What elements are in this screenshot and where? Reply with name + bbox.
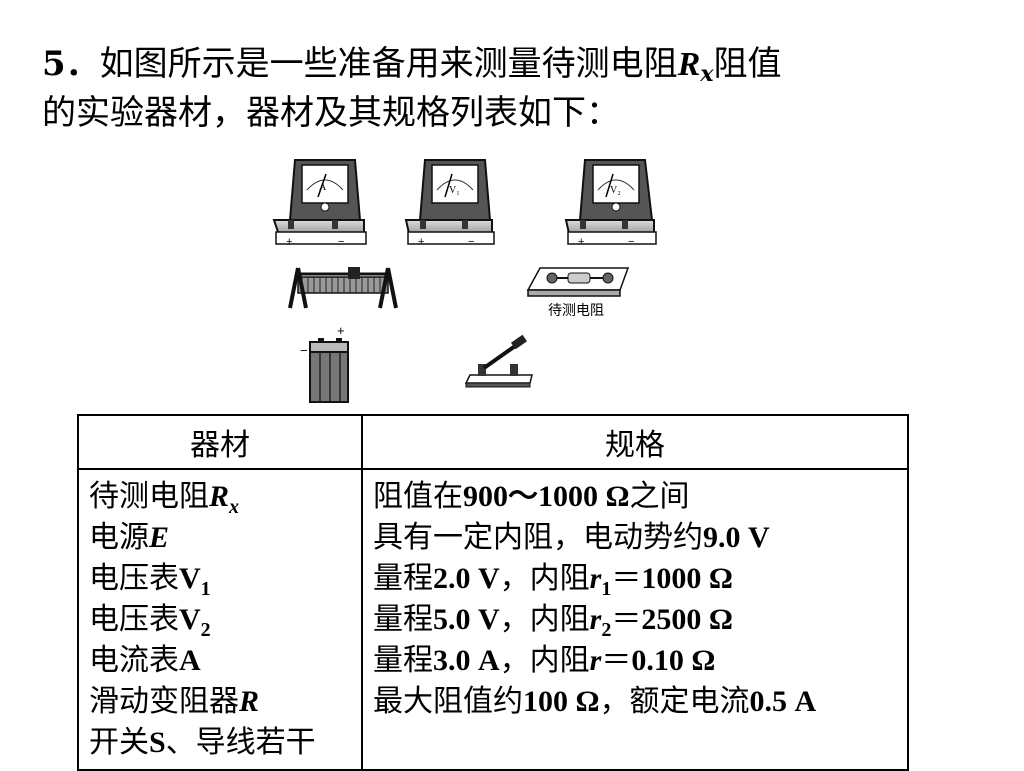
- equipment-item: 开关S、导线若干: [89, 725, 316, 760]
- spec-item: 量程5.0 V，内阻r2＝2500 Ω: [373, 602, 733, 641]
- equipment-column: 待测电阻Rx 电源E 电压表V1 电压表V2 电流表A 滑动变阻器R 开关S、导…: [77, 468, 363, 771]
- spec-item: 阻值在900～1000 Ω之间: [373, 479, 690, 514]
- ammeter-icon: A + −: [272, 159, 367, 248]
- rx-symbol: R: [677, 46, 701, 83]
- equipment-item: 待测电阻Rx: [89, 479, 240, 518]
- question-text-a: 如图所示是一些准备用来测量待测电阻: [99, 44, 678, 84]
- question-number: 5．: [42, 44, 100, 84]
- voltmeter-v2-icon: V₂ + −: [564, 159, 657, 248]
- voltmeter-v2-label: V₂: [610, 185, 621, 196]
- ammeter-label: A: [319, 182, 327, 193]
- spec-item: 量程3.0 A，内阻r＝0.10 Ω: [373, 643, 716, 678]
- svg-text:+: +: [337, 323, 345, 338]
- specification-column: 阻值在900～1000 Ω之间 具有一定内阻，电动势约9.0 V 量程2.0 V…: [361, 468, 909, 771]
- svg-text:+: +: [286, 236, 292, 248]
- question-text-b: 阻值: [713, 44, 782, 84]
- test-resistor-caption: 待测电阻: [548, 303, 604, 319]
- question-text: 5．如图所示是一些准备用来测量待测电阻Rx阻值 的实验器材，器材及其规格列表如下…: [42, 40, 1002, 137]
- svg-text:−: −: [300, 343, 308, 358]
- rx-subscript: x: [700, 61, 714, 87]
- voltmeter-v1-icon: V₁ + −: [404, 159, 495, 248]
- equipment-item: 电流表A: [89, 643, 201, 678]
- table-header-row: 器材 规格: [77, 414, 909, 470]
- svg-text:−: −: [338, 236, 344, 248]
- svg-text:−: −: [468, 236, 474, 248]
- equipment-item: 电压表V1: [89, 561, 211, 600]
- svg-text:+: +: [578, 236, 584, 248]
- svg-text:+: +: [418, 236, 424, 248]
- question-line-1: 5．如图所示是一些准备用来测量待测电阻Rx阻值: [42, 40, 1002, 89]
- equipment-item: 滑动变阻器R: [89, 684, 260, 719]
- apparatus-figure: A + − V₁ + − V₂ + −: [260, 150, 700, 410]
- svg-text:−: −: [628, 236, 634, 248]
- knife-switch-icon: [464, 334, 533, 388]
- spec-item: 具有一定内阻，电动势约9.0 V: [373, 520, 770, 555]
- spec-item: 量程2.0 V，内阻r1＝1000 Ω: [373, 561, 733, 600]
- battery-icon: − +: [300, 323, 349, 403]
- test-resistor-icon: 待测电阻: [526, 267, 630, 319]
- equipment-item: 电压表V2: [89, 602, 211, 641]
- voltmeter-v1-label: V₁: [449, 185, 460, 196]
- table-body-row: 待测电阻Rx 电源E 电压表V1 电压表V2 电流表A 滑动变阻器R 开关S、导…: [77, 468, 909, 771]
- equipment-spec-table: 器材 规格 待测电阻Rx 电源E 电压表V1 电压表V2 电流表A 滑动变阻器R…: [77, 414, 909, 771]
- rheostat-icon: [288, 267, 398, 309]
- spec-item: 最大阻值约100 Ω，额定电流0.5 A: [373, 684, 817, 719]
- question-line-2: 的实验器材，器材及其规格列表如下：: [42, 93, 620, 133]
- header-equipment: 器材: [77, 414, 363, 470]
- equipment-item: 电源E: [89, 520, 170, 555]
- header-specification: 规格: [361, 414, 909, 470]
